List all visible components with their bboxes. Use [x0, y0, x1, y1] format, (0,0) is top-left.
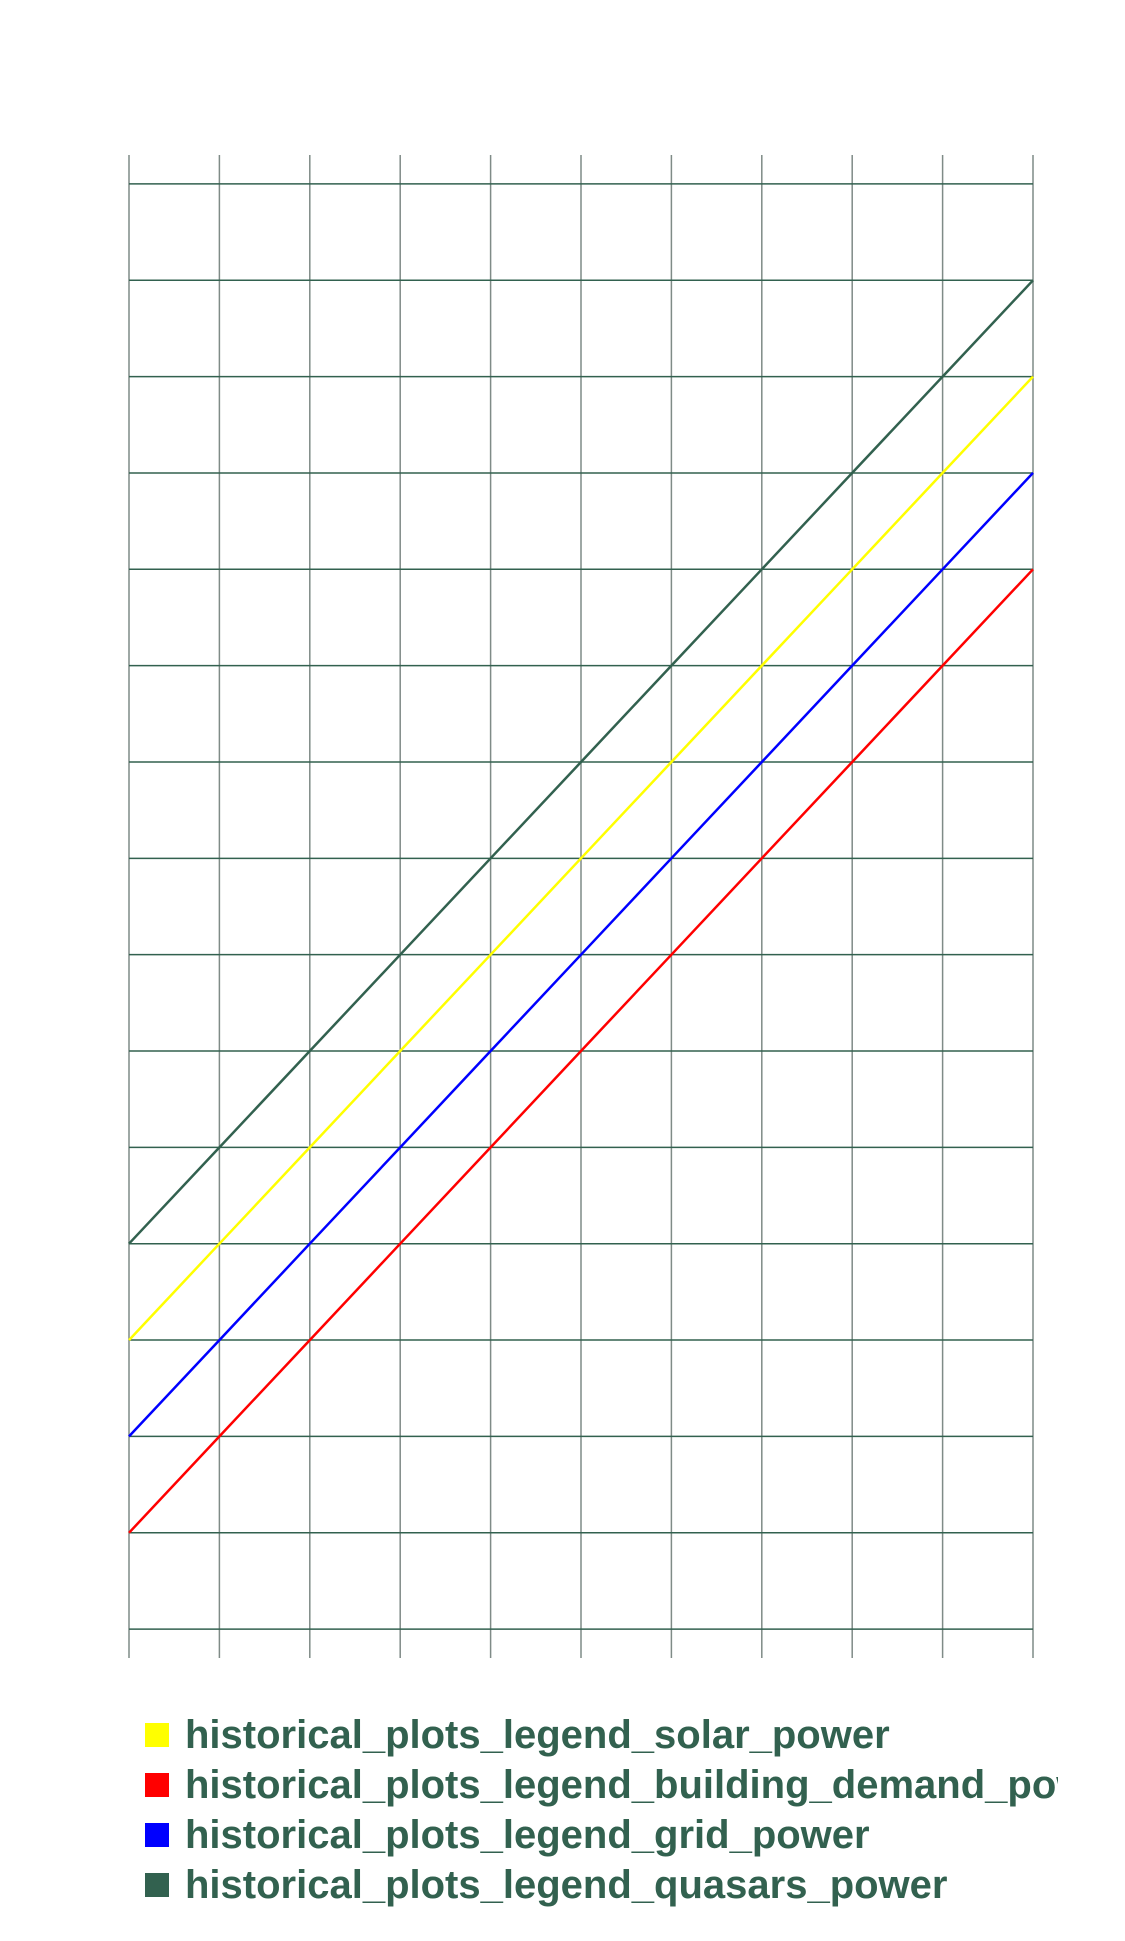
- line-chart: [128, 155, 1034, 1658]
- legend-label-building-demand-power: historical_plots_legend_building_demand_…: [185, 1762, 1058, 1807]
- legend-item-building-demand-power: historical_plots_legend_building_demand_…: [145, 1760, 1058, 1810]
- grid-lines: [128, 155, 1034, 1658]
- legend-label-quasars-power: historical_plots_legend_quasars_power: [185, 1862, 948, 1907]
- legend-swatch-building-demand-power: [145, 1773, 169, 1797]
- legend-item-quasars-power: historical_plots_legend_quasars_power: [145, 1860, 1058, 1910]
- series-line-2: [128, 472, 1034, 1438]
- legend-swatch-quasars-power: [145, 1873, 169, 1897]
- legend: historical_plots_legend_solar_power hist…: [145, 1710, 1058, 1910]
- series-line-0: [128, 375, 1034, 1341]
- series-lines: [128, 279, 1034, 1534]
- legend-item-grid-power: historical_plots_legend_grid_power: [145, 1810, 1058, 1860]
- legend-label-grid-power: historical_plots_legend_grid_power: [185, 1812, 870, 1857]
- legend-item-solar-power: historical_plots_legend_solar_power: [145, 1710, 1058, 1760]
- legend-swatch-grid-power: [145, 1823, 169, 1847]
- legend-label-solar-power: historical_plots_legend_solar_power: [185, 1712, 890, 1757]
- legend-swatch-solar-power: [145, 1723, 169, 1747]
- series-line-3: [128, 279, 1034, 1245]
- series-line-1: [128, 568, 1034, 1534]
